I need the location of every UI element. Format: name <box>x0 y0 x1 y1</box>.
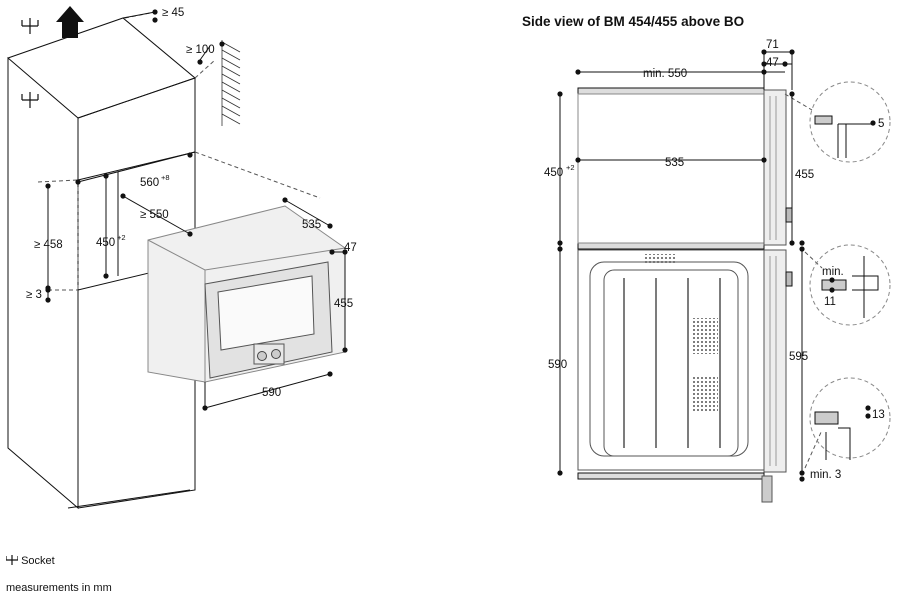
right-dimension-dots <box>557 49 876 482</box>
label-socket-gap: ≥ 3 <box>26 289 42 301</box>
label-535: 535 <box>665 157 684 169</box>
label-height: 455 <box>334 298 353 310</box>
tall-cabinet <box>7 56 79 510</box>
label-width: 590 <box>262 387 281 399</box>
legend-socket-label: Socket <box>21 555 55 567</box>
left-dimension-dots <box>45 9 348 411</box>
label-595: 595 <box>789 351 808 363</box>
airflow-arrow-icon <box>56 6 84 38</box>
socket-icon <box>5 555 19 565</box>
right-dimension-lines <box>559 51 803 473</box>
label-niche-width: 560 <box>140 177 159 189</box>
socket-icon <box>21 92 39 108</box>
label-590: 590 <box>548 359 567 371</box>
top-shelf <box>577 87 765 95</box>
legend-socket: Socket <box>5 555 55 567</box>
label-depth: 535 <box>302 219 321 231</box>
label-detail-mid: 11 <box>824 296 836 308</box>
label-min550: min. 550 <box>643 68 687 80</box>
bottom-shelf <box>577 472 765 480</box>
appliance-box <box>147 205 346 383</box>
legend-units: measurements in mm <box>6 582 112 594</box>
wall-hatching <box>221 40 241 126</box>
label-top-gap: ≥ 45 <box>162 7 184 19</box>
upper-appliance-front <box>763 89 787 246</box>
label-min3: min. 3 <box>810 469 841 481</box>
label-47: 47 <box>766 57 779 69</box>
vent-grid <box>644 254 718 412</box>
label-detail-mid-min: min. <box>822 266 844 278</box>
label-detail-top: 5 <box>878 118 884 130</box>
detail-middle <box>809 244 891 326</box>
lower-oven-body <box>577 249 765 471</box>
knob-icon <box>257 351 267 361</box>
label-vent: ≥ 100 <box>186 44 215 56</box>
detail-bottom <box>809 377 891 459</box>
label-cabinet-min: ≥ 458 <box>34 239 63 251</box>
label-niche-width-tol: +8 <box>161 173 170 182</box>
label-niche-height: 450 <box>96 237 115 249</box>
middle-shelf <box>577 242 765 250</box>
label-detail-bottom: 13 <box>872 409 885 421</box>
label-71: 71 <box>766 39 779 51</box>
detail-top <box>809 81 891 163</box>
label-450: 450 <box>544 167 563 179</box>
lower-oven-front <box>763 249 787 473</box>
diagram-title: Side view of BM 454/455 above BO <box>522 14 744 29</box>
label-455: 455 <box>795 169 814 181</box>
label-niche-height-tol: +2 <box>117 233 126 242</box>
label-front: 47 <box>344 242 357 254</box>
label-450-tol: +2 <box>566 163 575 172</box>
socket-icon <box>21 18 39 34</box>
knob-icon <box>271 349 281 359</box>
niche-back <box>105 172 119 278</box>
label-niche-depth: ≥ 550 <box>140 209 169 221</box>
